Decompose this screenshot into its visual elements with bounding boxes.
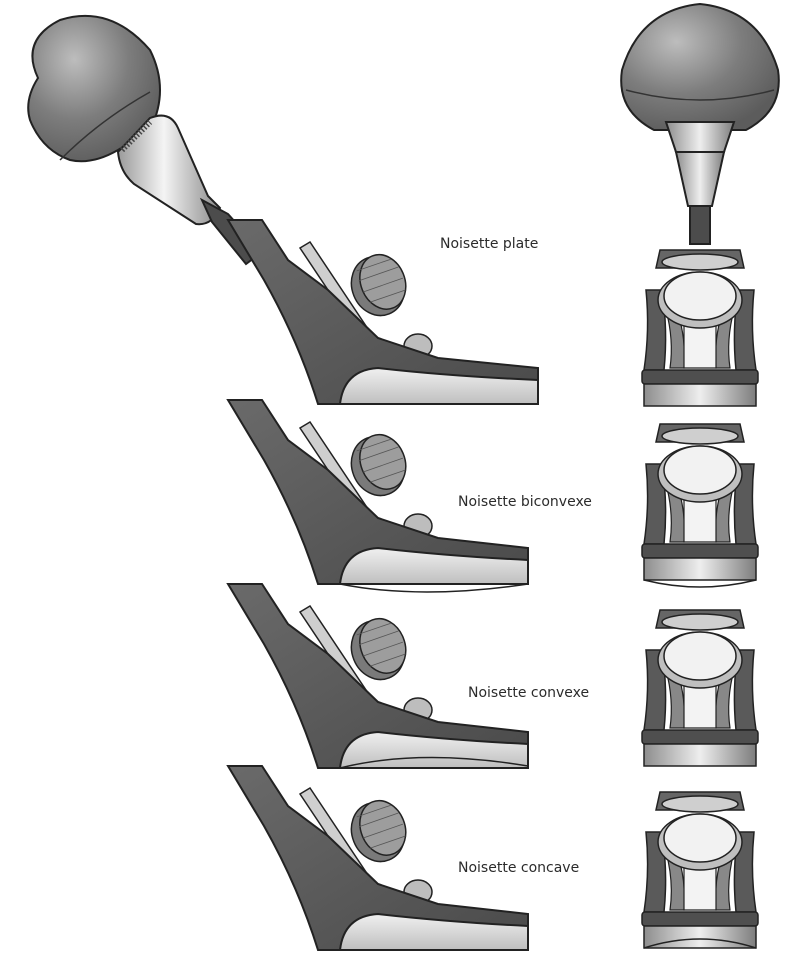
label-biconvex: Noisette biconvexe bbox=[458, 494, 592, 510]
plane-front-view-concave bbox=[642, 792, 758, 948]
plane-front-view-convex bbox=[642, 610, 758, 766]
plane-front-view-flat bbox=[621, 4, 779, 406]
label-flat: Noisette plate bbox=[440, 236, 538, 252]
label-concave: Noisette concave bbox=[458, 860, 579, 876]
plane-front-view-biconvex bbox=[642, 424, 758, 587]
label-convex: Noisette convexe bbox=[468, 685, 589, 701]
plane-side-view-flat bbox=[28, 16, 538, 404]
plane-side-view-concave bbox=[228, 766, 528, 950]
plane-side-view-convex bbox=[228, 584, 528, 768]
